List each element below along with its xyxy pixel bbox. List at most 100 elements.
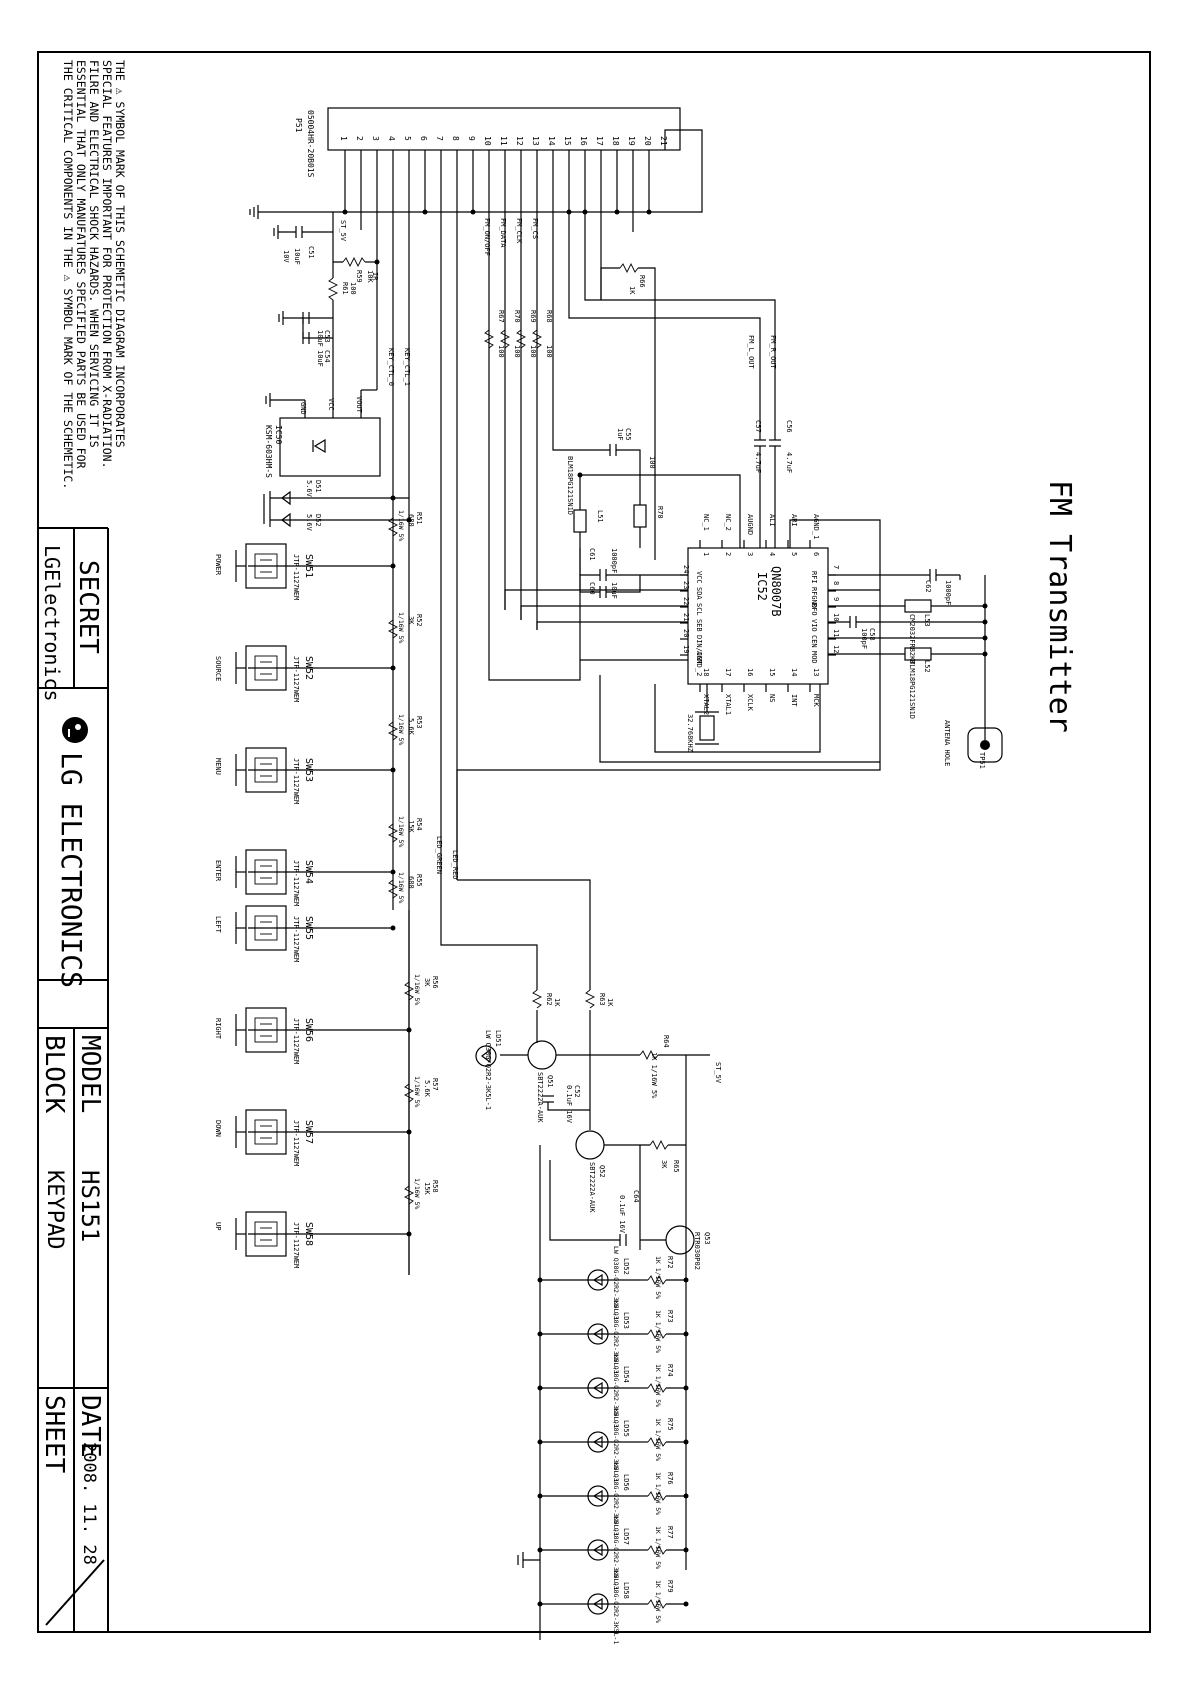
ic52-pin-number: 21: [682, 613, 690, 621]
switch-ref: SW54: [303, 860, 314, 884]
ic52-pin-name: NS: [768, 694, 776, 702]
d52-value: 5.6V: [305, 514, 313, 532]
led-resistor-ref: R77: [666, 1526, 674, 1539]
connector-pin-number: 11: [499, 136, 508, 146]
led-resistor: [647, 1436, 667, 1448]
drawing-border: [37, 51, 1151, 1633]
c53-value: 10uF: [316, 330, 324, 347]
d52-ref: D52: [314, 514, 322, 527]
c53-ref: C53: [323, 330, 331, 343]
switch-key-name: POWER: [214, 554, 222, 576]
net-label: FM_R_OUT: [769, 335, 777, 370]
ic52-pin-number: 17: [724, 668, 732, 676]
ic52-pin-name: ALI: [768, 514, 776, 527]
q53-part: RTR030P02: [693, 1232, 701, 1270]
connector-pin-number: 4: [387, 136, 396, 141]
led-symbol: [587, 1377, 609, 1399]
led-resistor-ref: R73: [666, 1310, 674, 1323]
connector-pin-number: 13: [531, 136, 540, 146]
led-resistor-ref: R72: [666, 1256, 674, 1269]
r65-ref: R65: [672, 1160, 680, 1173]
ic52-pin-number: 15: [768, 668, 776, 676]
secret-label: SECRET: [73, 560, 103, 654]
r64-ref: R64: [662, 1035, 670, 1048]
switch-key-name: SOURCE: [214, 656, 222, 681]
ic52-pin-name: RFO: [810, 603, 818, 616]
c51-value: 10uF: [293, 248, 301, 265]
ld51-ref: LD51: [494, 1030, 502, 1047]
ic52-pin-number: 8: [832, 581, 840, 585]
esd-diodes: D51 5.6V D52 5.6V: [263, 480, 412, 532]
r66-value: 1K: [628, 286, 636, 295]
ladder-resistor-ref: R54: [415, 818, 423, 831]
ic52-pin-name: XTAL2: [702, 694, 710, 715]
ladder-resistor: [387, 619, 399, 639]
ladder-resistor-value: 680: [407, 514, 415, 527]
r68-ref: R68: [545, 310, 553, 323]
led-symbol: [587, 1269, 609, 1291]
ladder-resistor-value: 15K: [423, 1182, 431, 1195]
ladder-resistor-rating: 1/16W 5%: [397, 510, 405, 541]
switch-key-name: MENU: [214, 758, 222, 775]
c51-voltage: 10V: [282, 250, 290, 263]
ladder-resistor-value: 15K: [407, 820, 415, 833]
connector-pin-number: 17: [595, 136, 604, 146]
ic50-pin-gnd: GND: [299, 402, 307, 415]
r59-value: 10K: [366, 270, 374, 283]
ic52-pin-name: MCK: [812, 694, 820, 707]
r62-value: 1K: [553, 998, 561, 1007]
ic52-pin-number: 7: [832, 565, 840, 569]
net-label: FM_L_OUT: [747, 335, 755, 370]
led-resistor-value: 1K 1/16W 5%: [654, 1364, 662, 1407]
ic50-ref: IC50: [274, 425, 283, 444]
switch-part: JTP-1127WEM: [292, 1018, 300, 1064]
ic52-pin-number: 24: [682, 565, 690, 573]
ic52-pin-name: SDA: [695, 587, 703, 600]
l52-ref: L51: [596, 510, 604, 523]
switch-ref: SW55: [303, 916, 314, 940]
date-value: 2008. 11. 28: [79, 1442, 99, 1565]
led-resistor-ref: R74: [666, 1364, 674, 1377]
fm-support-wiring: C55 1uF R70 100 L51 BLM18PG121SN1D C61 1…: [456, 212, 1003, 880]
led-part: LW Q38G-Q2R2-3K5L-1: [612, 1516, 620, 1590]
ic52-pin-name: RFI: [810, 571, 818, 584]
connector-pin-number: 21: [659, 136, 668, 146]
switch-ref: SW57: [303, 1120, 314, 1144]
connector-nets: [249, 129, 703, 1275]
led-resistor-value: 1K 1/16W 5%: [654, 1418, 662, 1461]
led-resistor: [647, 1598, 667, 1610]
l54-part: CM2032FR82KT: [908, 614, 916, 665]
r63-value: 1K: [606, 998, 614, 1007]
fm-transmitter-ic: QN8007B IC52 24VCC23SDA22SCL21SEB20DIN/I…: [680, 514, 840, 752]
connector-part: 05004HR-20B01S: [306, 110, 315, 178]
net-labels: ST_5V IR KEY_CTL_0 KEY_CTL_1 LED_GREEN L…: [339, 218, 777, 880]
ic52-pin-number: 5: [790, 552, 798, 556]
ladder-resistor: [387, 517, 399, 537]
ic52-pin-name: AGND_2: [695, 651, 703, 676]
r69-ref: R69: [529, 310, 537, 323]
ladder-resistor: [387, 879, 399, 899]
switch-ref: SW52: [303, 656, 314, 680]
ladder-resistor-rating: 1/16W 5%: [397, 612, 405, 643]
switch-ref: SW53: [303, 758, 314, 782]
switch-part: JTP-1127WEM: [292, 860, 300, 906]
connector-pin-number: 9: [467, 136, 476, 141]
net-label: ST_5V: [339, 220, 347, 242]
ir-receiver-section: C51 10uF 10V 10K R59 R61 100 C53 10uF C5…: [264, 212, 381, 478]
net-label: FM_CS: [531, 218, 539, 239]
c52-value: 0.1uF 16V: [565, 1085, 573, 1124]
ic52-ref: IC52: [755, 572, 769, 601]
r63-ref: R63: [598, 993, 606, 1006]
switch-part: JTP-1127WEM: [292, 758, 300, 804]
led-part: LW Q38G-Q2R2-3K5L-1: [612, 1300, 620, 1374]
ic52-pin-number: 16: [746, 668, 754, 676]
crystal-value: 32.768KHZ: [686, 714, 694, 752]
